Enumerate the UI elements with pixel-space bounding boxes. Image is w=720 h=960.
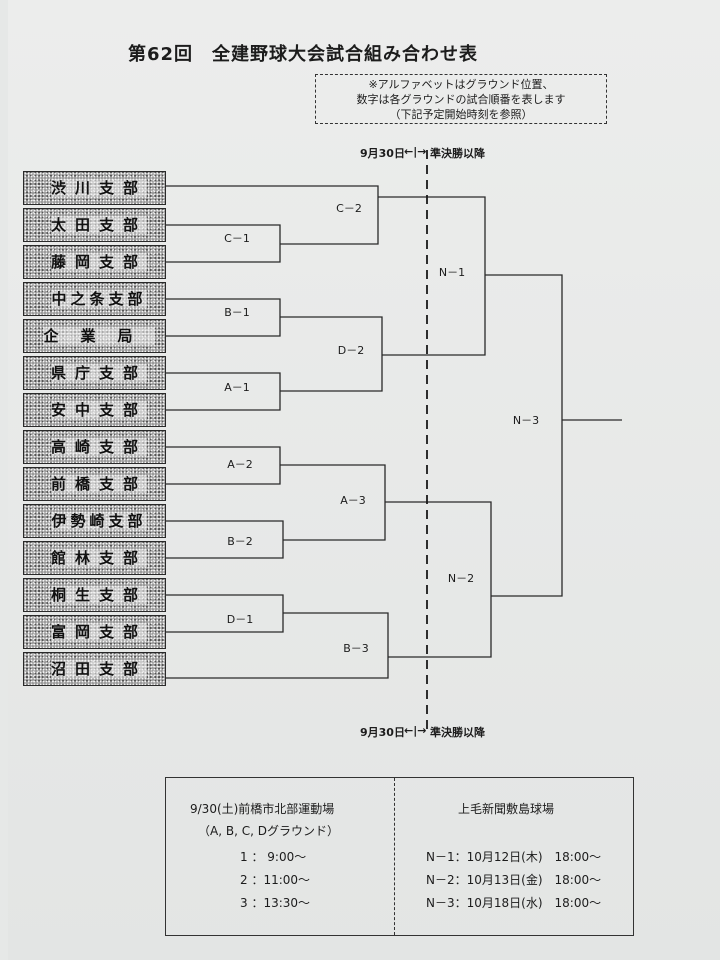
team-name: 沼田支部 xyxy=(50,660,147,678)
bracket-d2 xyxy=(280,316,383,392)
match-d1: D－1 xyxy=(226,613,254,626)
schedule-time: 3 ：13:30～ xyxy=(240,896,311,910)
match-n2: N－2 xyxy=(447,572,475,585)
match-a1: A－1 xyxy=(224,381,250,394)
team-box: 中之条支部 xyxy=(23,282,166,316)
team-name: 渋川支部 xyxy=(50,179,147,197)
match-c2: C－2 xyxy=(336,202,362,215)
match-a3: A－3 xyxy=(340,494,366,507)
bracket-a3 xyxy=(280,464,386,541)
team-name: 中之条支部 xyxy=(51,290,147,308)
match-d2: D－2 xyxy=(337,344,365,357)
team-name: 富岡支部 xyxy=(50,623,147,641)
team-name: 安中支部 xyxy=(50,401,147,419)
note-line: 数字は各グラウンドの試合順番を表します xyxy=(356,93,566,106)
note-line: ※アルファベットはグラウンド位置、 xyxy=(368,78,554,91)
team-name: 県庁支部 xyxy=(50,364,147,382)
match-b3: B－3 xyxy=(343,642,369,655)
team-box: 高崎支部 xyxy=(23,430,166,464)
team-box: 伊勢崎支部 xyxy=(23,504,166,538)
team-name: 伊勢崎支部 xyxy=(51,512,147,530)
schedule-box: 9/30(土)前橋市北部運動場 （A, B, C, Dグラウンド） 1 ： 9:… xyxy=(165,777,634,936)
team-box: 前橋支部 xyxy=(23,467,166,501)
bottom-divider-arrow: ←|→ xyxy=(404,724,427,737)
schedule-divider xyxy=(394,778,395,935)
team-box: 太田支部 xyxy=(23,208,166,242)
schedule-final: N－2：10月13日(金) 18:00～ xyxy=(426,873,602,887)
bracket-n1 xyxy=(378,196,486,356)
bracket-n3 xyxy=(485,274,563,597)
bracket-a1 xyxy=(166,372,281,411)
team-box: 桐生支部 xyxy=(23,578,166,612)
match-c1: C－1 xyxy=(224,232,250,245)
bottom-divider-date: 9月30日 xyxy=(360,726,405,739)
schedule-final: N－1：10月12日(木) 18:00～ xyxy=(426,850,602,864)
top-divider-arrow: ←|→ xyxy=(404,145,427,158)
bracket-d1 xyxy=(166,594,284,633)
top-divider-date: 9月30日 xyxy=(360,147,405,160)
legend-note: ※アルファベットはグラウンド位置、 数字は各グラウンドの試合順番を表します （下… xyxy=(315,74,607,124)
top-divider-label: 準決勝以降 xyxy=(430,147,485,160)
bracket-a2 xyxy=(166,446,281,485)
team-name: 太田支部 xyxy=(50,216,147,234)
team-box: 館林支部 xyxy=(23,541,166,575)
schedule-right-title: 上毛新聞敷島球場 xyxy=(458,802,555,816)
team-box: 富岡支部 xyxy=(23,615,166,649)
team-name: 高崎支部 xyxy=(50,438,147,456)
note-line: （下記予定開始時刻を参照） xyxy=(389,108,533,121)
team-box: 企業局 xyxy=(23,319,166,353)
match-n3: N－3 xyxy=(512,414,540,427)
bracket-n2 xyxy=(385,501,492,658)
match-a2: A－2 xyxy=(227,458,253,471)
schedule-time: 2 ：11:00～ xyxy=(240,873,311,887)
team-name: 桐生支部 xyxy=(50,586,147,604)
team-box: 県庁支部 xyxy=(23,356,166,390)
team-box: 沼田支部 xyxy=(23,652,166,686)
schedule-left-title: 9/30(土)前橋市北部運動場 xyxy=(190,802,335,816)
bracket-c1 xyxy=(166,224,281,263)
page-title: 第62回 全建野球大会試合組み合わせ表 xyxy=(128,44,479,65)
schedule-final: N－3：10月18日(水) 18:00～ xyxy=(426,896,602,910)
team-name: 前橋支部 xyxy=(50,475,147,493)
team-name: 館林支部 xyxy=(50,549,147,567)
bracket-b1 xyxy=(166,298,281,337)
schedule-left-subtitle: （A, B, C, Dグラウンド） xyxy=(198,824,339,838)
match-b2: B－2 xyxy=(227,535,253,548)
match-b1: B－1 xyxy=(224,306,250,319)
team-box: 安中支部 xyxy=(23,393,166,427)
team-name: 企業局 xyxy=(43,327,155,345)
team-name: 藤岡支部 xyxy=(50,253,147,271)
bracket-b2 xyxy=(166,520,284,559)
match-n1: N－1 xyxy=(438,266,466,279)
bottom-divider-label: 準決勝以降 xyxy=(430,726,485,739)
bracket-c2 xyxy=(166,185,379,245)
schedule-time: 1 ： 9:00～ xyxy=(240,850,307,864)
bracket-b3 xyxy=(166,612,389,679)
team-box: 渋川支部 xyxy=(23,171,166,205)
team-box: 藤岡支部 xyxy=(23,245,166,279)
